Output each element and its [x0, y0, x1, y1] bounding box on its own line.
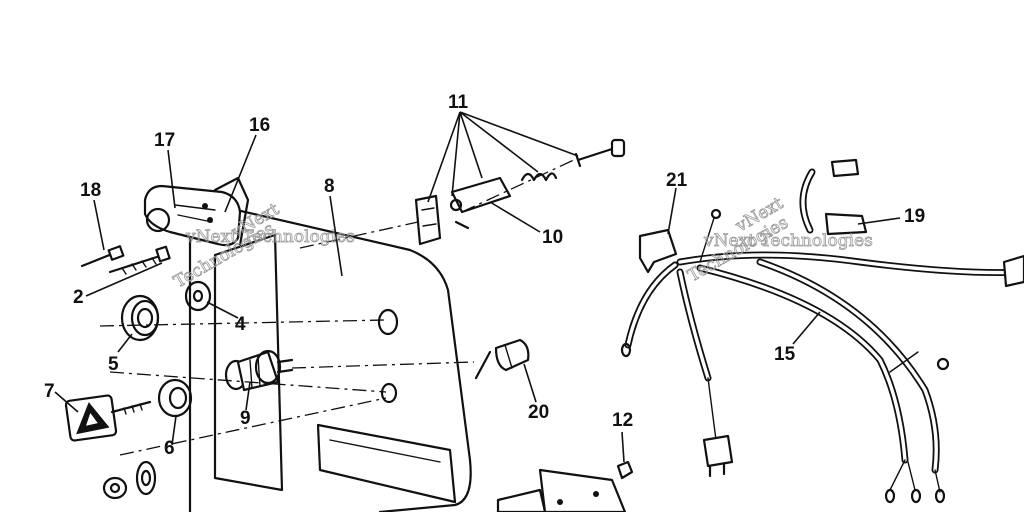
nut-part-6: [157, 378, 193, 418]
callout-17: 17: [154, 130, 175, 151]
nut-part-12: [616, 460, 634, 480]
terminal-block: [496, 468, 627, 512]
callout-7: 7: [44, 381, 55, 402]
assembly-lines: [99, 157, 579, 456]
callout-8: 8: [324, 176, 335, 197]
ignition-switch: [224, 349, 294, 392]
washer-part-4: [184, 280, 212, 312]
spring: [520, 172, 558, 182]
toggle-switch: [474, 338, 530, 380]
wiring-harness: [624, 168, 1024, 493]
nut-part-5: [120, 294, 160, 342]
plug-connector-lower: [702, 434, 734, 478]
callout-6: 6: [164, 438, 175, 459]
watermark-text: vNext Technologies: [703, 231, 873, 251]
screw-part-2: [108, 245, 171, 275]
callout-11: 11: [448, 92, 469, 113]
callout-5: 5: [108, 354, 119, 375]
watermark-text: vNext Technologies: [185, 227, 355, 247]
callout-4: 4: [235, 314, 246, 335]
latch-plate: [414, 194, 442, 246]
callout-21: 21: [666, 170, 688, 191]
screw-part-18: [80, 245, 125, 268]
connector-part-19: [824, 158, 1024, 288]
support-bracket: [143, 176, 250, 247]
callout-16: 16: [249, 115, 270, 136]
callout-19: 19: [904, 206, 925, 227]
ring-terminal-icon: [620, 208, 950, 504]
callout-15: 15: [774, 344, 796, 365]
pin: [574, 138, 626, 168]
callout-9: 9: [240, 408, 251, 429]
leader-lines: [54, 111, 901, 463]
callout-10: 10: [542, 227, 563, 248]
latch-body-part-10: [449, 176, 512, 214]
callout-18: 18: [80, 180, 101, 201]
triangle-warning-icon: [64, 394, 118, 442]
callout-labels: 18 17 16 8 2 4 5 6 7 9 11 10 12 20 21 19…: [44, 92, 925, 459]
callout-20: 20: [528, 402, 549, 423]
lower-washers: [102, 460, 157, 500]
callout-2: 2: [73, 287, 84, 308]
callout-12: 12: [612, 410, 633, 431]
